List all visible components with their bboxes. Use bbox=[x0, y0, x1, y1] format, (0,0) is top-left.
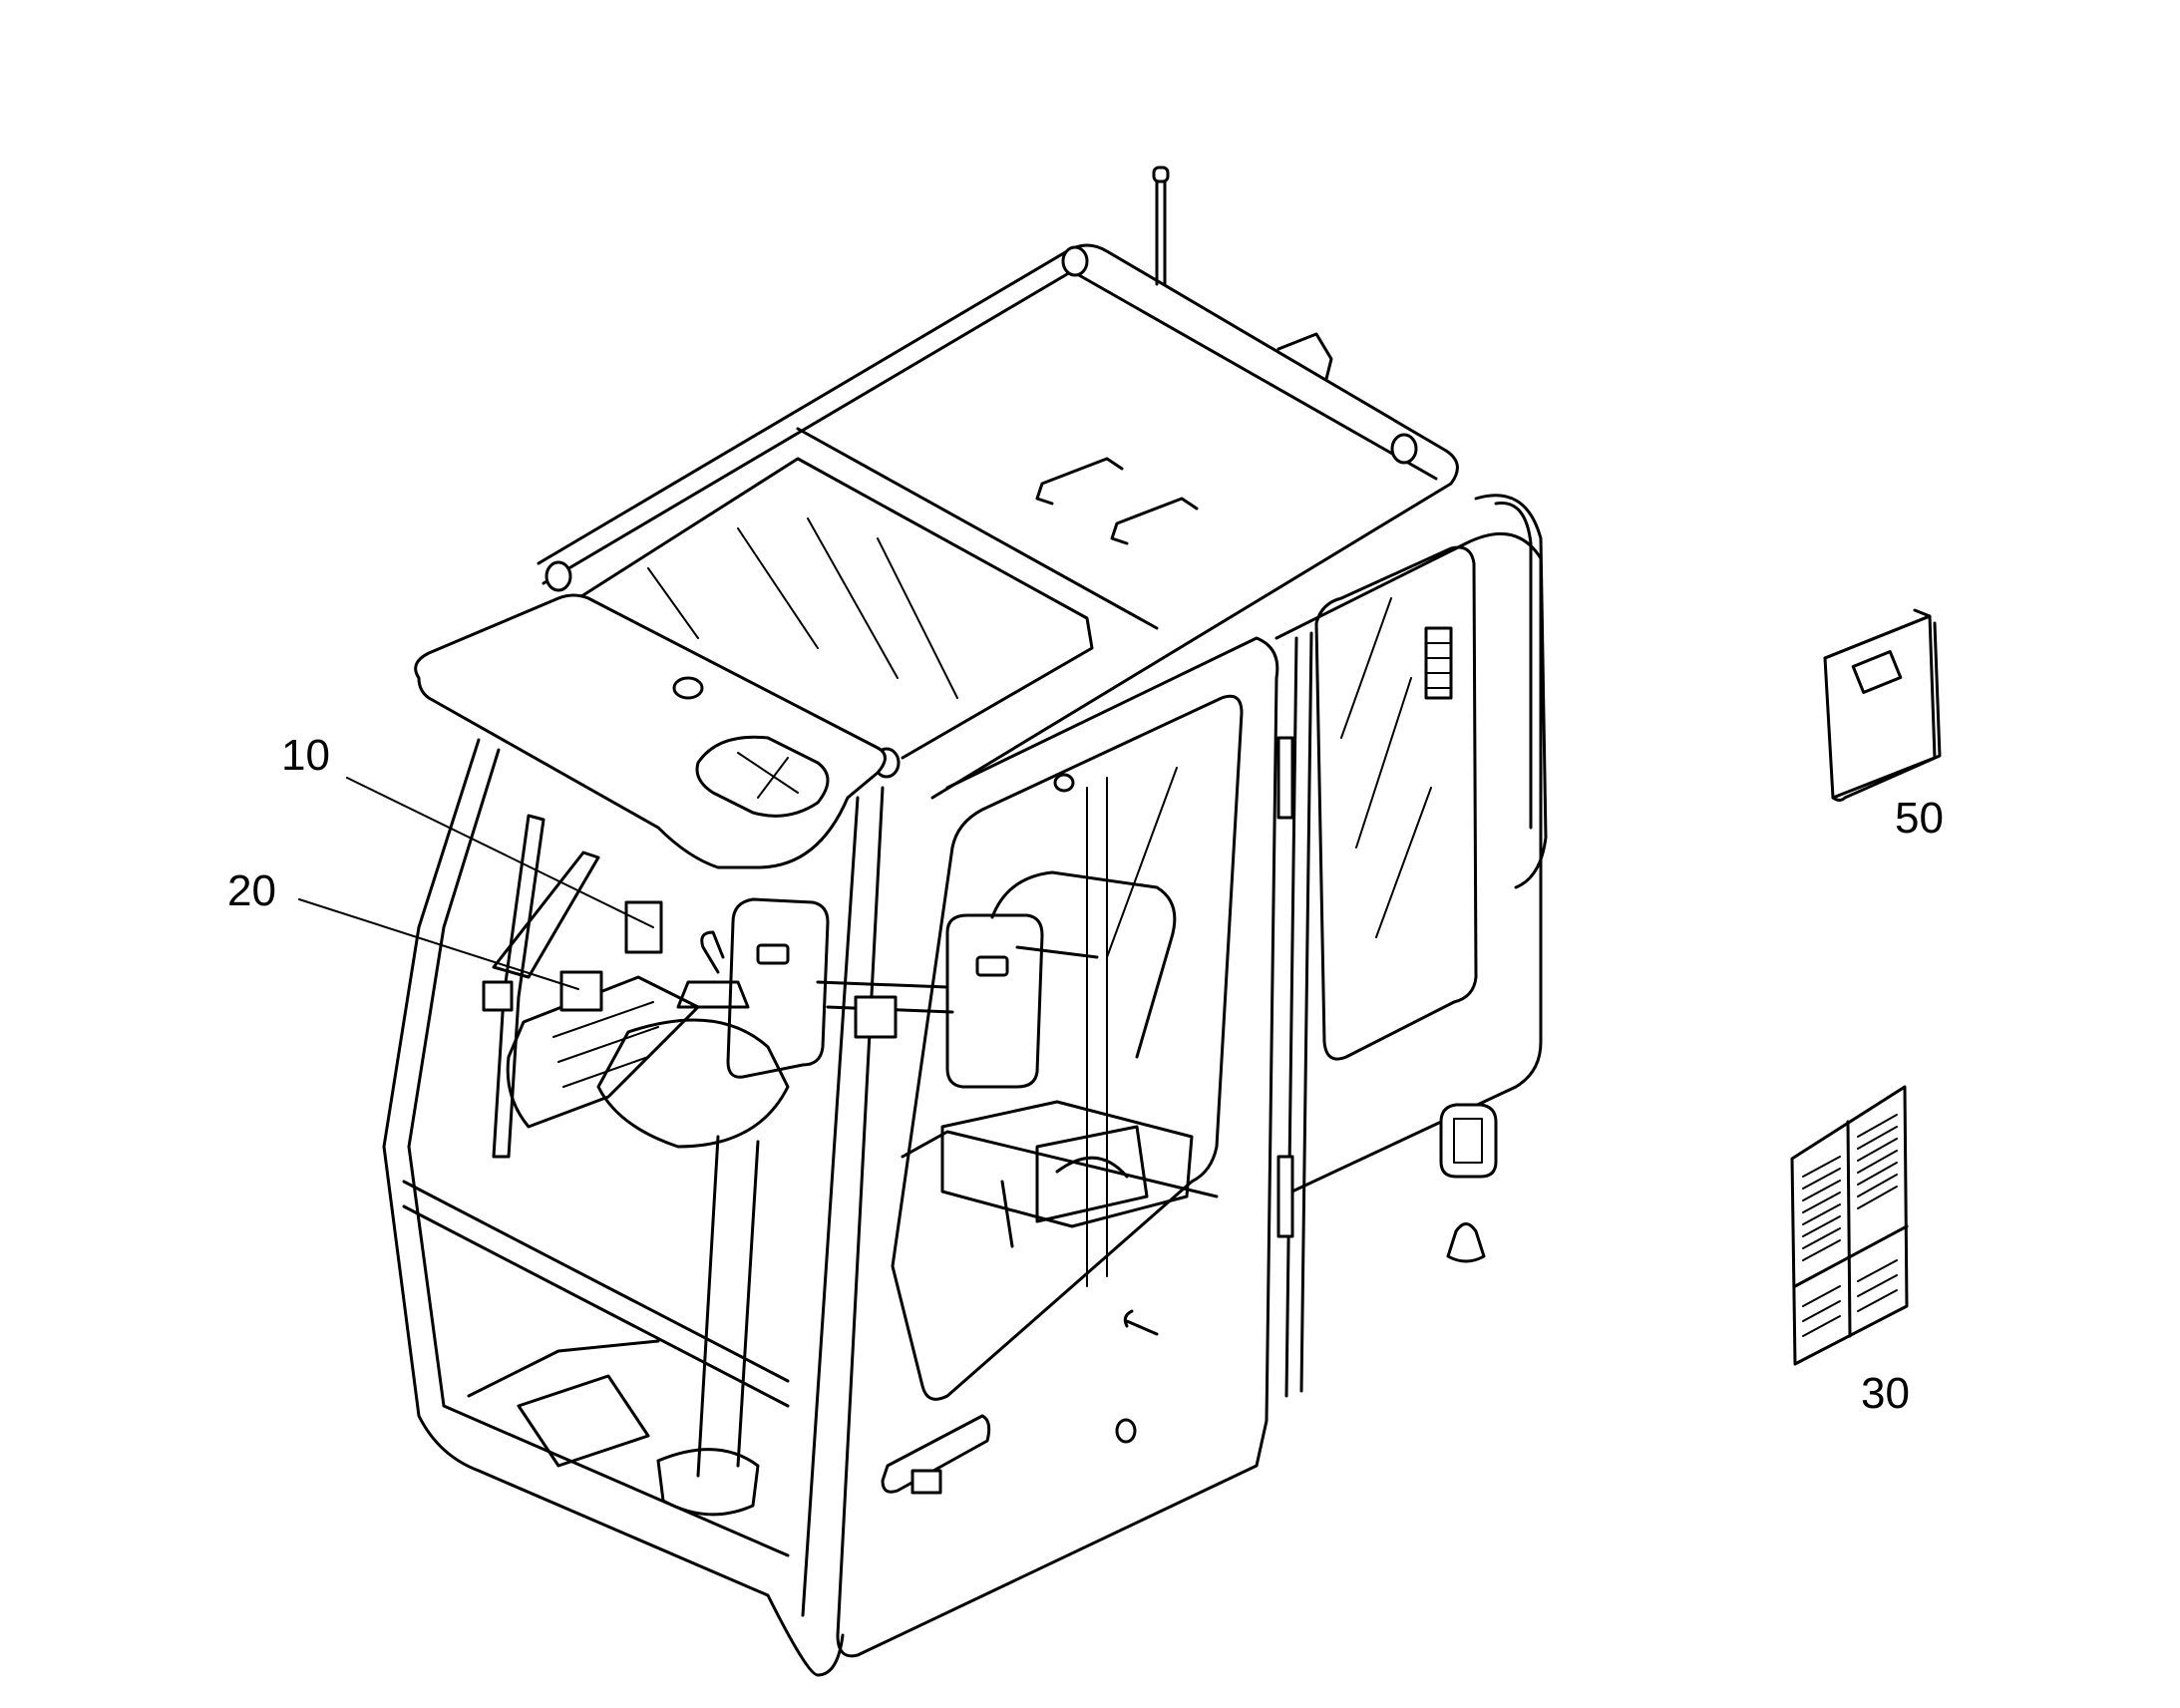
instruction-sheet bbox=[1790, 1085, 1909, 1366]
cab-interior bbox=[467, 870, 1219, 1517]
sheet-text-lines bbox=[1802, 1114, 1898, 1337]
leader-line-20 bbox=[298, 898, 579, 990]
mirrors bbox=[726, 897, 1044, 1089]
decal-10 bbox=[624, 900, 663, 954]
leader-line-10 bbox=[346, 777, 654, 928]
antenna bbox=[1152, 166, 1170, 286]
operator-manual-booklet bbox=[1823, 608, 1942, 802]
sun-visor bbox=[414, 593, 887, 869]
operator-cab bbox=[382, 166, 1548, 1677]
callout-20: 20 bbox=[227, 866, 276, 915]
cab-door bbox=[801, 636, 1279, 1658]
callout-50: 50 bbox=[1895, 794, 1944, 843]
callout-30: 30 bbox=[1861, 1369, 1910, 1418]
decal-labels-on-window bbox=[298, 777, 663, 1012]
roof bbox=[537, 243, 1459, 800]
rear-side-panel bbox=[1274, 494, 1548, 1398]
decal-20 bbox=[559, 970, 603, 1012]
callout-10: 10 bbox=[281, 731, 330, 780]
front-window-frame bbox=[382, 738, 845, 1677]
